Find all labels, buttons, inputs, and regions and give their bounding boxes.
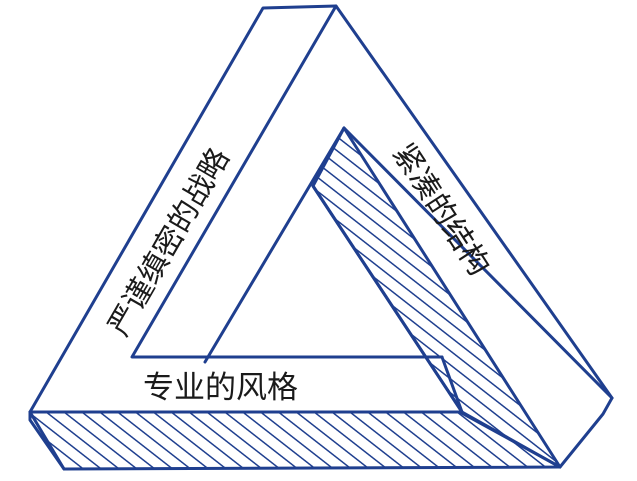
bottom-side-label: 专业的风格 bbox=[143, 370, 298, 406]
triangle-outline bbox=[28, 4, 614, 471]
